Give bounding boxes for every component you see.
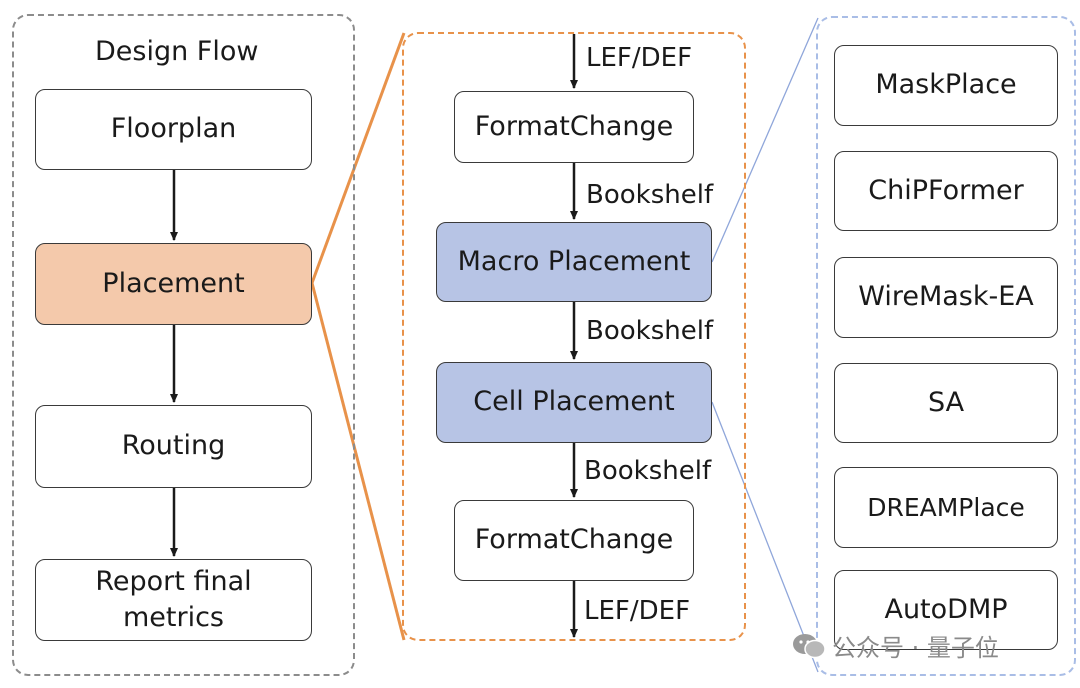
algo-line-top: [711, 17, 819, 263]
macro-placement-box: Macro Placement: [436, 222, 712, 302]
design-flow-group: [12, 14, 355, 676]
zoom-line-bottom: [310, 282, 406, 641]
algo-sa: SA: [834, 363, 1058, 443]
label-bookshelf-3: Bookshelf: [584, 456, 712, 486]
algo-autodmp: AutoDMP: [834, 570, 1058, 650]
label-bookshelf-2: Bookshelf: [586, 316, 714, 346]
format-change-out-box: FormatChange: [454, 500, 694, 581]
wechat-icon: [793, 633, 826, 658]
step-report-final-metrics: Report final metrics: [35, 559, 312, 641]
step-floorplan: Floorplan: [35, 89, 312, 170]
algorithm-group: [816, 16, 1076, 676]
design-flow-title: Design Flow: [95, 36, 259, 67]
algo-dreamplace: DREAMPlace: [834, 467, 1058, 548]
placement-detail-group: [402, 32, 746, 641]
step-routing: Routing: [35, 405, 312, 488]
algo-maskplace: MaskPlace: [834, 45, 1058, 126]
zoom-line-top: [310, 32, 406, 284]
step-placement: Placement: [35, 243, 312, 325]
cell-placement-box: Cell Placement: [436, 362, 712, 443]
label-output-format: LEF/DEF: [584, 596, 691, 626]
watermark: 公众号 · 量子位: [792, 628, 999, 663]
format-change-in-box: FormatChange: [454, 91, 694, 163]
algo-wiremask-ea: WireMask-EA: [834, 257, 1058, 338]
algo-chipformer: ChiPFormer: [834, 151, 1058, 231]
label-bookshelf-1: Bookshelf: [586, 180, 714, 210]
watermark-text: 公众号 · 量子位: [832, 634, 999, 662]
algo-line-bottom: [711, 401, 819, 673]
label-input-format: LEF/DEF: [586, 43, 693, 73]
